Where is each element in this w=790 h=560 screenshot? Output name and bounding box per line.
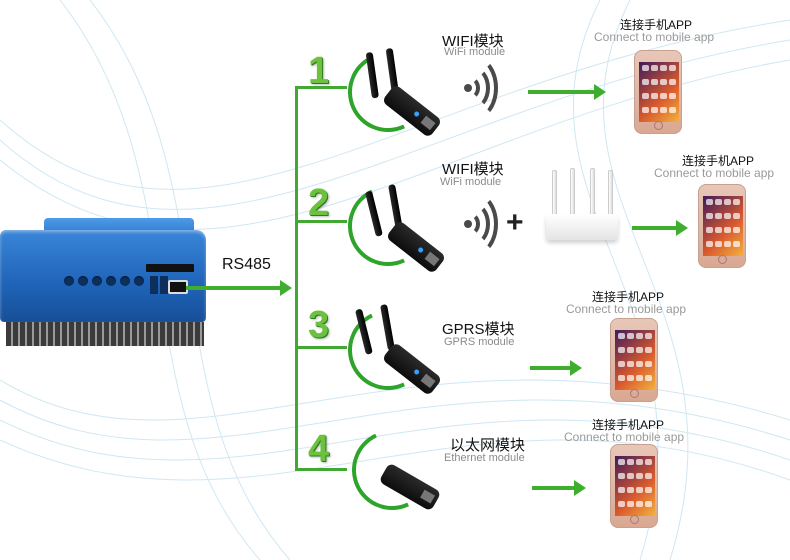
- rs485-label: RS485: [222, 256, 271, 273]
- app-label: 连接手机APP: [592, 290, 665, 304]
- controller-slot: [150, 276, 158, 294]
- smartphone-icon: [610, 444, 658, 528]
- module-title: GPRS模块: [442, 321, 515, 338]
- router-antenna: [608, 170, 613, 220]
- app-sublabel: Connect to mobile app: [566, 302, 687, 316]
- router-antenna: [552, 170, 557, 220]
- app-label: 连接手机APP: [682, 154, 755, 168]
- controller-slot: [160, 276, 168, 294]
- arrow-right-icon: [528, 84, 606, 100]
- smartphone-icon: [634, 50, 682, 134]
- controller-indicator: [106, 276, 116, 286]
- tree-branch: [295, 468, 347, 471]
- controller-body: [0, 230, 206, 322]
- signal-waves-icon: [452, 56, 498, 120]
- tree-branch: [295, 346, 347, 349]
- controller-indicator: [120, 276, 130, 286]
- controller-indicator: [78, 276, 88, 286]
- module-subtitle: WiFi module: [444, 46, 506, 58]
- branch-number: 1: [308, 50, 330, 92]
- controller-terminal: [146, 264, 194, 272]
- rs485-port: [168, 280, 188, 294]
- controller-indicator: [64, 276, 74, 286]
- router-antenna: [590, 168, 595, 218]
- branch-number: 2: [308, 182, 330, 224]
- tree-trunk: [295, 86, 298, 470]
- arrow-right-icon: [532, 480, 586, 496]
- app-label: 连接手机APP: [592, 418, 665, 432]
- module-title: 以太网模块: [450, 437, 526, 454]
- controller-indicator: [92, 276, 102, 286]
- module-subtitle: Ethernet module: [444, 452, 525, 464]
- branch-number: 4: [308, 428, 330, 470]
- controller-indicator: [134, 276, 144, 286]
- module-subtitle: GPRS module: [444, 336, 515, 348]
- module-title: WIFI模块: [442, 161, 504, 178]
- controller-heatsink: [6, 322, 204, 346]
- router-antenna: [570, 168, 575, 218]
- signal-waves-icon: [452, 192, 498, 256]
- arrow-right-icon: [186, 280, 292, 296]
- module-subtitle: WiFi module: [440, 176, 502, 188]
- app-label: 连接手机APP: [620, 18, 693, 32]
- tree-branch: [295, 86, 347, 89]
- module-title: WIFI模块: [442, 33, 504, 50]
- plus-sign: +: [506, 206, 524, 239]
- tree-branch: [295, 220, 347, 223]
- smartphone-icon: [698, 184, 746, 268]
- app-sublabel: Connect to mobile app: [594, 30, 715, 44]
- app-sublabel: Connect to mobile app: [654, 166, 775, 180]
- solar-charge-controller: [0, 218, 222, 348]
- arrow-right-icon: [632, 220, 688, 236]
- arrow-right-icon: [530, 360, 582, 376]
- router-icon: [546, 214, 618, 240]
- branch-number: 3: [308, 304, 330, 346]
- smartphone-icon: [610, 318, 658, 402]
- app-sublabel: Connect to mobile app: [564, 430, 685, 444]
